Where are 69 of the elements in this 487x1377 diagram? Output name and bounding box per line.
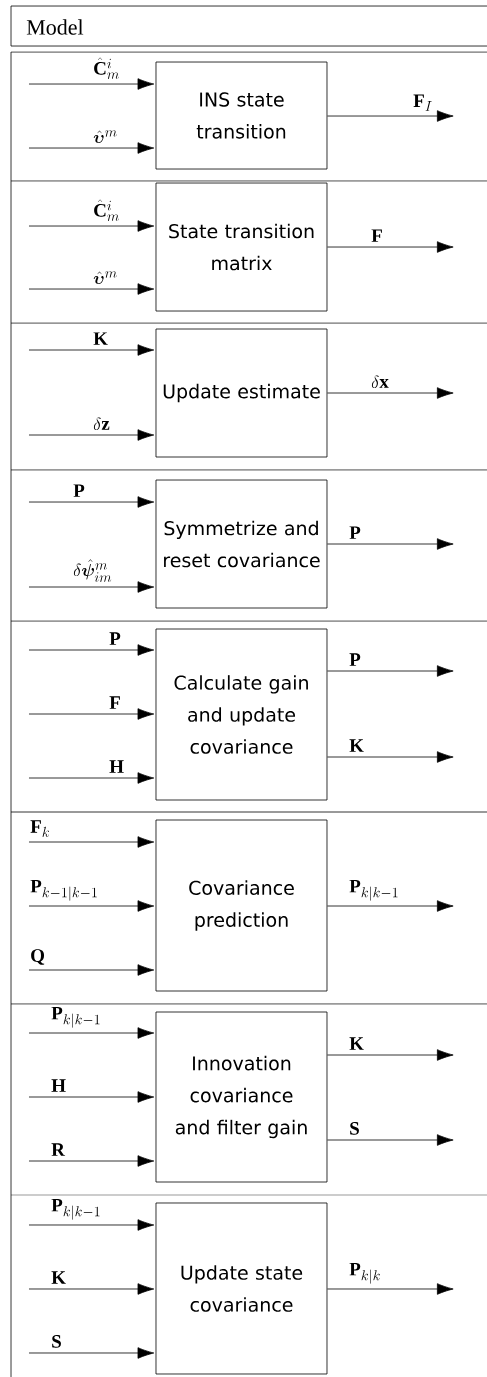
edge-label: $\hat{\mathbf{C}}^{i}_{m}$ xyxy=(94,57,119,79)
arrow xyxy=(28,429,155,441)
arrow xyxy=(28,142,155,154)
edge-label: $\mathbf{H}$ xyxy=(51,1079,66,1092)
edge-label: $\mathbf{P}$ xyxy=(109,632,121,645)
process-box: State transition matrix xyxy=(155,182,328,312)
header-text: Model xyxy=(26,19,84,35)
edge-label: $\mathbf{K}$ xyxy=(51,1271,66,1284)
edge-label: $\mathbf{P}$ xyxy=(349,526,361,539)
arrow xyxy=(28,900,155,912)
arrow xyxy=(28,772,155,784)
arrow xyxy=(327,241,454,253)
arrow xyxy=(28,581,155,593)
process-box: Update state covariance xyxy=(155,1202,328,1375)
arrow xyxy=(28,344,155,356)
edge-label: $\mathbf{H}$ xyxy=(109,760,124,773)
edge-label: $\mathbf{P}_{k|k-1}$ xyxy=(51,1006,100,1028)
arrow xyxy=(327,751,454,763)
edge-label: $\mathbf{F}$ xyxy=(371,229,382,242)
arrow xyxy=(28,220,155,232)
edge-label: $\mathbf{F}$ xyxy=(109,696,120,709)
edge-label: $\mathbf{P}_{k-1|k-1}$ xyxy=(30,879,97,901)
arrow xyxy=(28,1091,155,1103)
edge-label: $\mathbf{F}_{k}$ xyxy=(30,820,49,837)
arrow xyxy=(327,110,454,122)
arrow xyxy=(28,78,155,90)
process-box: INS state transition xyxy=(155,61,328,170)
arrow xyxy=(28,1283,155,1295)
arrow xyxy=(28,1155,155,1167)
edge-label: $\mathbf{F}_{I}$ xyxy=(413,94,432,111)
edge-label: $\mathbf{K}$ xyxy=(93,332,108,345)
edge-label: $\delta\mathbf{z}$ xyxy=(93,417,110,430)
arrow xyxy=(28,1347,155,1359)
edge-label: $\hat{\mathbf{C}}^{i}_{m}$ xyxy=(94,199,119,221)
arrow xyxy=(28,708,155,720)
arrow xyxy=(28,964,155,976)
arrow xyxy=(327,1134,454,1146)
edge-label: $\mathbf{P}_{k|k-1}$ xyxy=(349,879,398,901)
edge-label: $\hat{\boldsymbol{\upsilon}}^{m}$ xyxy=(93,130,117,143)
edge-label: $\delta\hat{\boldsymbol{\psi}}^{m}_{im}$ xyxy=(73,559,112,582)
arrow xyxy=(327,387,454,399)
arrow xyxy=(28,283,155,295)
arrow xyxy=(28,1219,155,1231)
arrow xyxy=(28,644,155,656)
arrow xyxy=(327,1283,454,1295)
edge-label: $\mathbf{P}_{k|k}$ xyxy=(349,1262,380,1284)
process-box: Symmetrize and reset covariance xyxy=(155,479,328,609)
edge-label: $\mathbf{P}_{k|k-1}$ xyxy=(51,1198,100,1220)
arrow xyxy=(327,538,454,550)
arrow xyxy=(327,665,454,677)
arrow xyxy=(28,496,155,508)
edge-label: $\mathbf{P}$ xyxy=(349,653,361,666)
arrow xyxy=(327,1049,454,1061)
edge-label: $\mathbf{K}$ xyxy=(349,739,364,752)
process-box: Innovation covariance and filter gain xyxy=(155,1011,328,1183)
edge-label: $\mathbf{S}$ xyxy=(350,1122,359,1135)
arrow xyxy=(327,900,454,912)
edge-label: $\mathbf{S}$ xyxy=(52,1335,61,1348)
process-box: Covariance prediction xyxy=(155,819,328,992)
edge-label: $\mathbf{P}$ xyxy=(73,484,85,497)
edge-label: $\mathbf{Q}$ xyxy=(31,949,45,965)
arrow xyxy=(28,1027,155,1039)
edge-label: $\mathbf{R}$ xyxy=(51,1143,66,1156)
process-box: Update estimate xyxy=(155,328,328,458)
edge-label: $\mathbf{K}$ xyxy=(349,1037,364,1050)
edge-label: $\delta\mathbf{x}$ xyxy=(371,375,389,388)
arrow xyxy=(28,836,155,848)
edge-label: $\hat{\boldsymbol{\upsilon}}^{m}$ xyxy=(93,271,117,284)
process-box: Calculate gain and update covariance xyxy=(155,628,328,801)
